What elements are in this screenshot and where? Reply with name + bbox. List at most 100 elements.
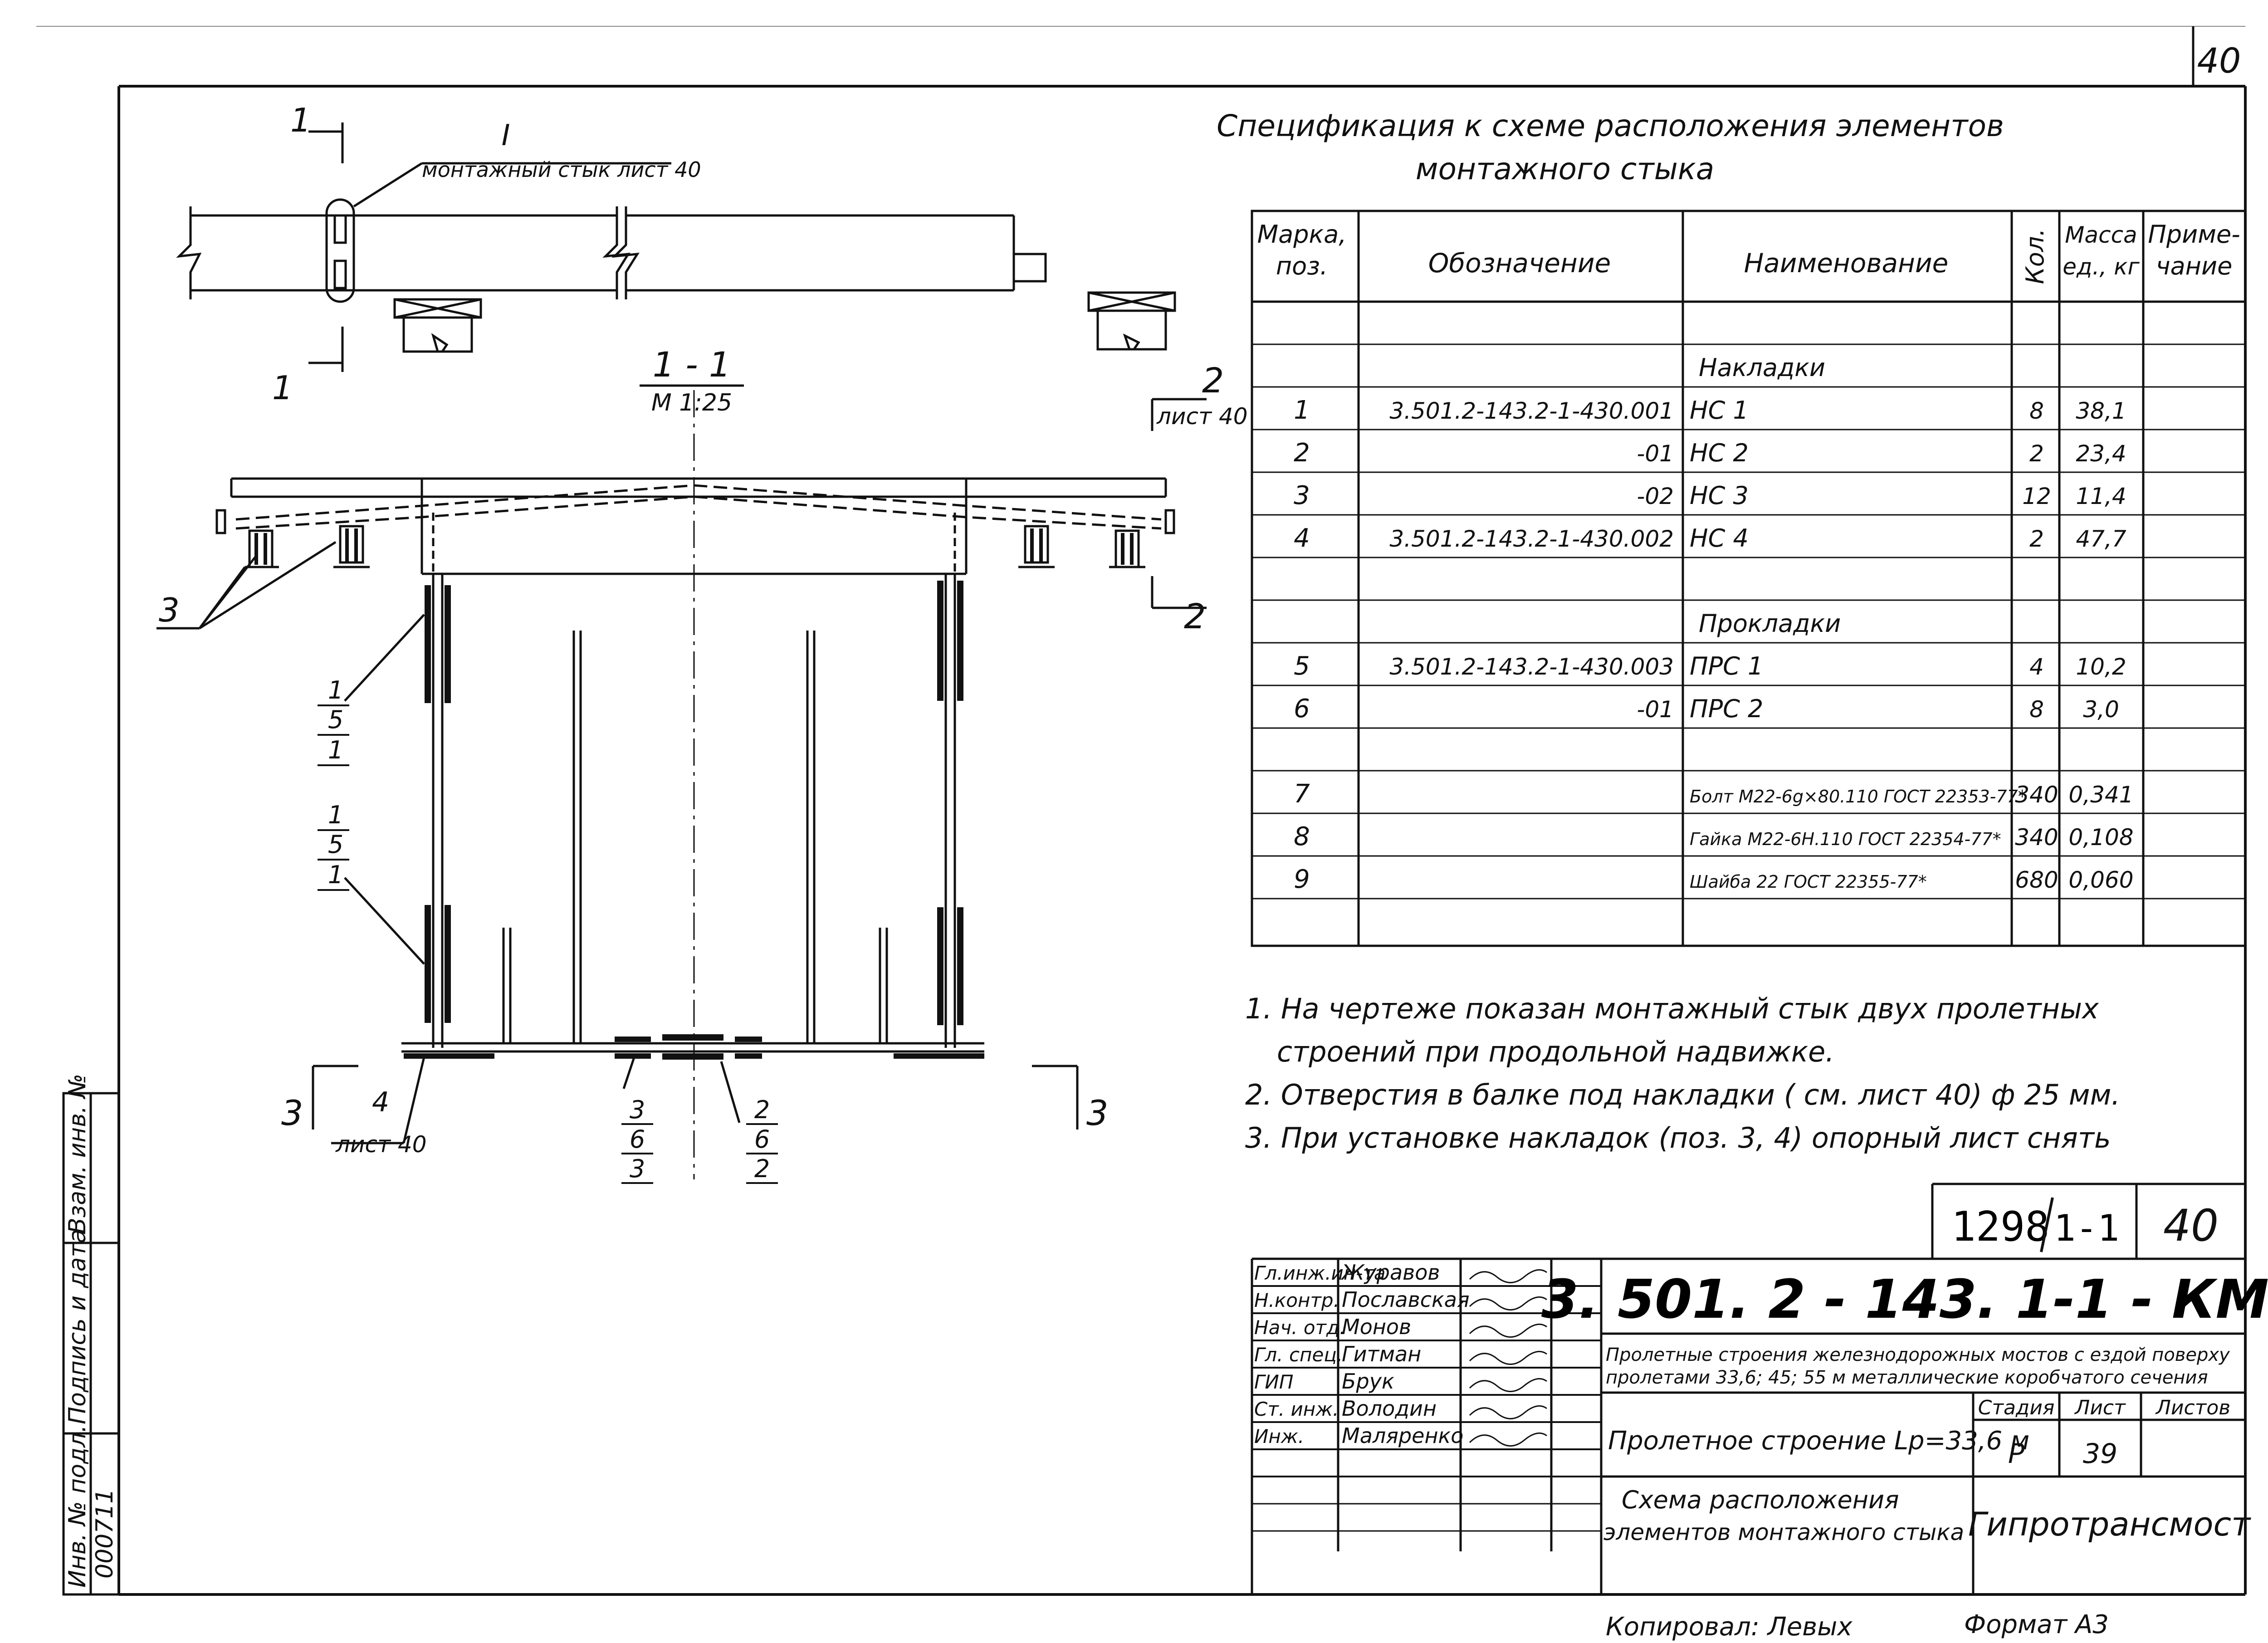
spec-table-grid xyxy=(1251,210,2247,947)
approver-role: Нач. отд. xyxy=(1254,1316,1345,1339)
svg-text:1: 1 xyxy=(328,801,343,829)
cell-designation: -02 xyxy=(1637,483,1674,509)
stage-label: Стадия xyxy=(1978,1396,2055,1419)
cell-designation: -01 xyxy=(1637,440,1674,467)
side-stamp-vzam-label: Взам. инв. № xyxy=(64,1074,91,1234)
format: Формат А3 xyxy=(1964,1610,2109,1639)
cell-mass: 0,108 xyxy=(2068,824,2133,851)
cell-name: НС 1 xyxy=(1690,396,1749,425)
spec-title-line2: монтажного стыка xyxy=(1416,152,1714,186)
sheet-corner-number: 40 xyxy=(2197,40,2241,81)
header-note-2: чание xyxy=(2156,252,2233,280)
cell-name: Прокладки xyxy=(1699,609,1841,638)
signature xyxy=(1469,1296,1547,1310)
signature xyxy=(1469,1269,1547,1283)
cell-qty: 8 xyxy=(2029,398,2044,424)
cell-mark: 4 xyxy=(1294,523,1310,553)
approver-name: Маляренко xyxy=(1342,1423,1463,1448)
cell-name: ПРС 1 xyxy=(1690,652,1763,680)
section-2-mark-lower: 2 xyxy=(1184,596,1206,636)
cell-mark: 7 xyxy=(1294,779,1310,809)
approver-name: Монов xyxy=(1342,1315,1411,1339)
header-qty: Кол. xyxy=(2021,228,2049,284)
cell-mass: 3,0 xyxy=(2083,696,2119,723)
side-stamp-inv-value: 000711 xyxy=(91,1488,118,1579)
header-mass-1: Масса xyxy=(2065,222,2137,248)
top-section-mark-upper: 1 xyxy=(290,101,311,139)
cell-mark: 6 xyxy=(1294,694,1310,724)
cell-qty: 4 xyxy=(2029,654,2044,680)
spec-title-line1: Спецификация к схеме расположения элемен… xyxy=(1217,108,2004,143)
approver-name: Володин xyxy=(1342,1396,1437,1421)
signature xyxy=(1469,1350,1547,1365)
stage-value: Р xyxy=(2008,1438,2025,1470)
splice-plates xyxy=(404,581,984,1060)
header-mark-1: Марка, xyxy=(1257,220,1347,249)
section-title: 1 - 1 xyxy=(653,344,731,385)
project-desc-2: пролетами 33,6; 45; 55 м металлические к… xyxy=(1606,1367,2208,1388)
cell-mass: 10,2 xyxy=(2076,654,2126,680)
signature xyxy=(1469,1378,1547,1392)
svg-text:2: 2 xyxy=(754,1095,770,1124)
cell-name: Шайба 22 ГОСТ 22355-77* xyxy=(1690,872,1927,892)
note-3: 3. При установке накладок (поз. 3, 4) оп… xyxy=(1245,1121,2111,1154)
cell-mass: 11,4 xyxy=(2076,483,2126,509)
cell-name: ПРС 2 xyxy=(1690,694,1763,723)
cell-name: Болт М22-6g×80.110 ГОСТ 22353-77* xyxy=(1690,787,2027,807)
project-ref: 1298 xyxy=(1951,1203,2050,1251)
side-stamp-inv-label: Инв. № подл. xyxy=(64,1425,91,1588)
cell-mark: 9 xyxy=(1294,865,1310,894)
table-row: 5 3.501.2-143.2-1-430.003 ПРС 1 4 10,2 xyxy=(1252,642,2245,681)
sheet-label: Лист xyxy=(2074,1396,2126,1419)
svg-text:5: 5 xyxy=(328,830,343,859)
cell-mark: 2 xyxy=(1294,438,1310,468)
side-stamp xyxy=(62,1092,120,1596)
header-name: Наименование xyxy=(1744,248,1949,279)
side-stamp-sign-label: Подпись и дата xyxy=(64,1229,91,1424)
table-row: 9 Шайба 22 ГОСТ 22355-77* 680 0,060 xyxy=(1252,855,2245,894)
top-section-mark-lower: 1 xyxy=(272,369,293,407)
node-label: I xyxy=(502,119,510,152)
project-desc-1: Пролетные строения железнодорожных мосто… xyxy=(1606,1345,2230,1365)
organization: Гипротрансмост xyxy=(1968,1505,2251,1543)
cell-qty: 680 xyxy=(2015,867,2058,893)
cell-mark: 3 xyxy=(1294,481,1310,510)
leader-3-label: 3 xyxy=(159,591,180,629)
cell-mass: 23,4 xyxy=(2076,440,2126,467)
cell-mass: 0,060 xyxy=(2068,867,2133,893)
cell-mark: 1 xyxy=(1294,396,1310,425)
note-1: 1. На чертеже показан монтажный стык дву… xyxy=(1245,992,2099,1025)
drawing-name-1: Схема расположения xyxy=(1622,1486,1899,1514)
approver-name: Журавов xyxy=(1340,1260,1440,1285)
callout-d: 2 6 2 xyxy=(746,1095,778,1184)
project-ref-part: 1-1 xyxy=(2054,1207,2120,1249)
table-row: Прокладки xyxy=(1252,599,2245,638)
node-callout: монтажный стык лист 40 xyxy=(422,157,701,182)
cell-qty: 2 xyxy=(2029,526,2044,552)
cell-qty: 2 xyxy=(2029,440,2044,467)
cell-mark: 5 xyxy=(1294,651,1310,681)
cell-designation: 3.501.2-143.2-1-430.003 xyxy=(1389,654,1674,680)
section-2-mark-upper: 2 xyxy=(1202,360,1224,401)
note-2: 2. Отверстия в балке под накладки ( см. … xyxy=(1245,1078,2120,1111)
top-view-beam xyxy=(176,122,1176,372)
section-3-mark-right: 3 xyxy=(1086,1093,1108,1133)
approver-role: Н.контр. xyxy=(1254,1289,1339,1311)
svg-text:6: 6 xyxy=(630,1125,645,1154)
object-name: Пролетное строение Lp=33,6 м xyxy=(1608,1426,2029,1456)
cell-mass: 38,1 xyxy=(2076,398,2126,424)
callout-4-ref: лист 40 xyxy=(335,1131,427,1158)
svg-text:2: 2 xyxy=(754,1154,770,1183)
cell-name: Гайка М22-6Н.110 ГОСТ 22354-77* xyxy=(1690,829,2001,849)
copied-by: Копировал: Левых xyxy=(1606,1612,1853,1642)
approver-name: Гитман xyxy=(1342,1342,1421,1366)
header-mark-2: поз. xyxy=(1276,252,1328,280)
table-row: Накладки xyxy=(1252,343,2245,382)
svg-text:3: 3 xyxy=(630,1095,645,1124)
callout-c: 3 6 3 xyxy=(621,1095,653,1184)
